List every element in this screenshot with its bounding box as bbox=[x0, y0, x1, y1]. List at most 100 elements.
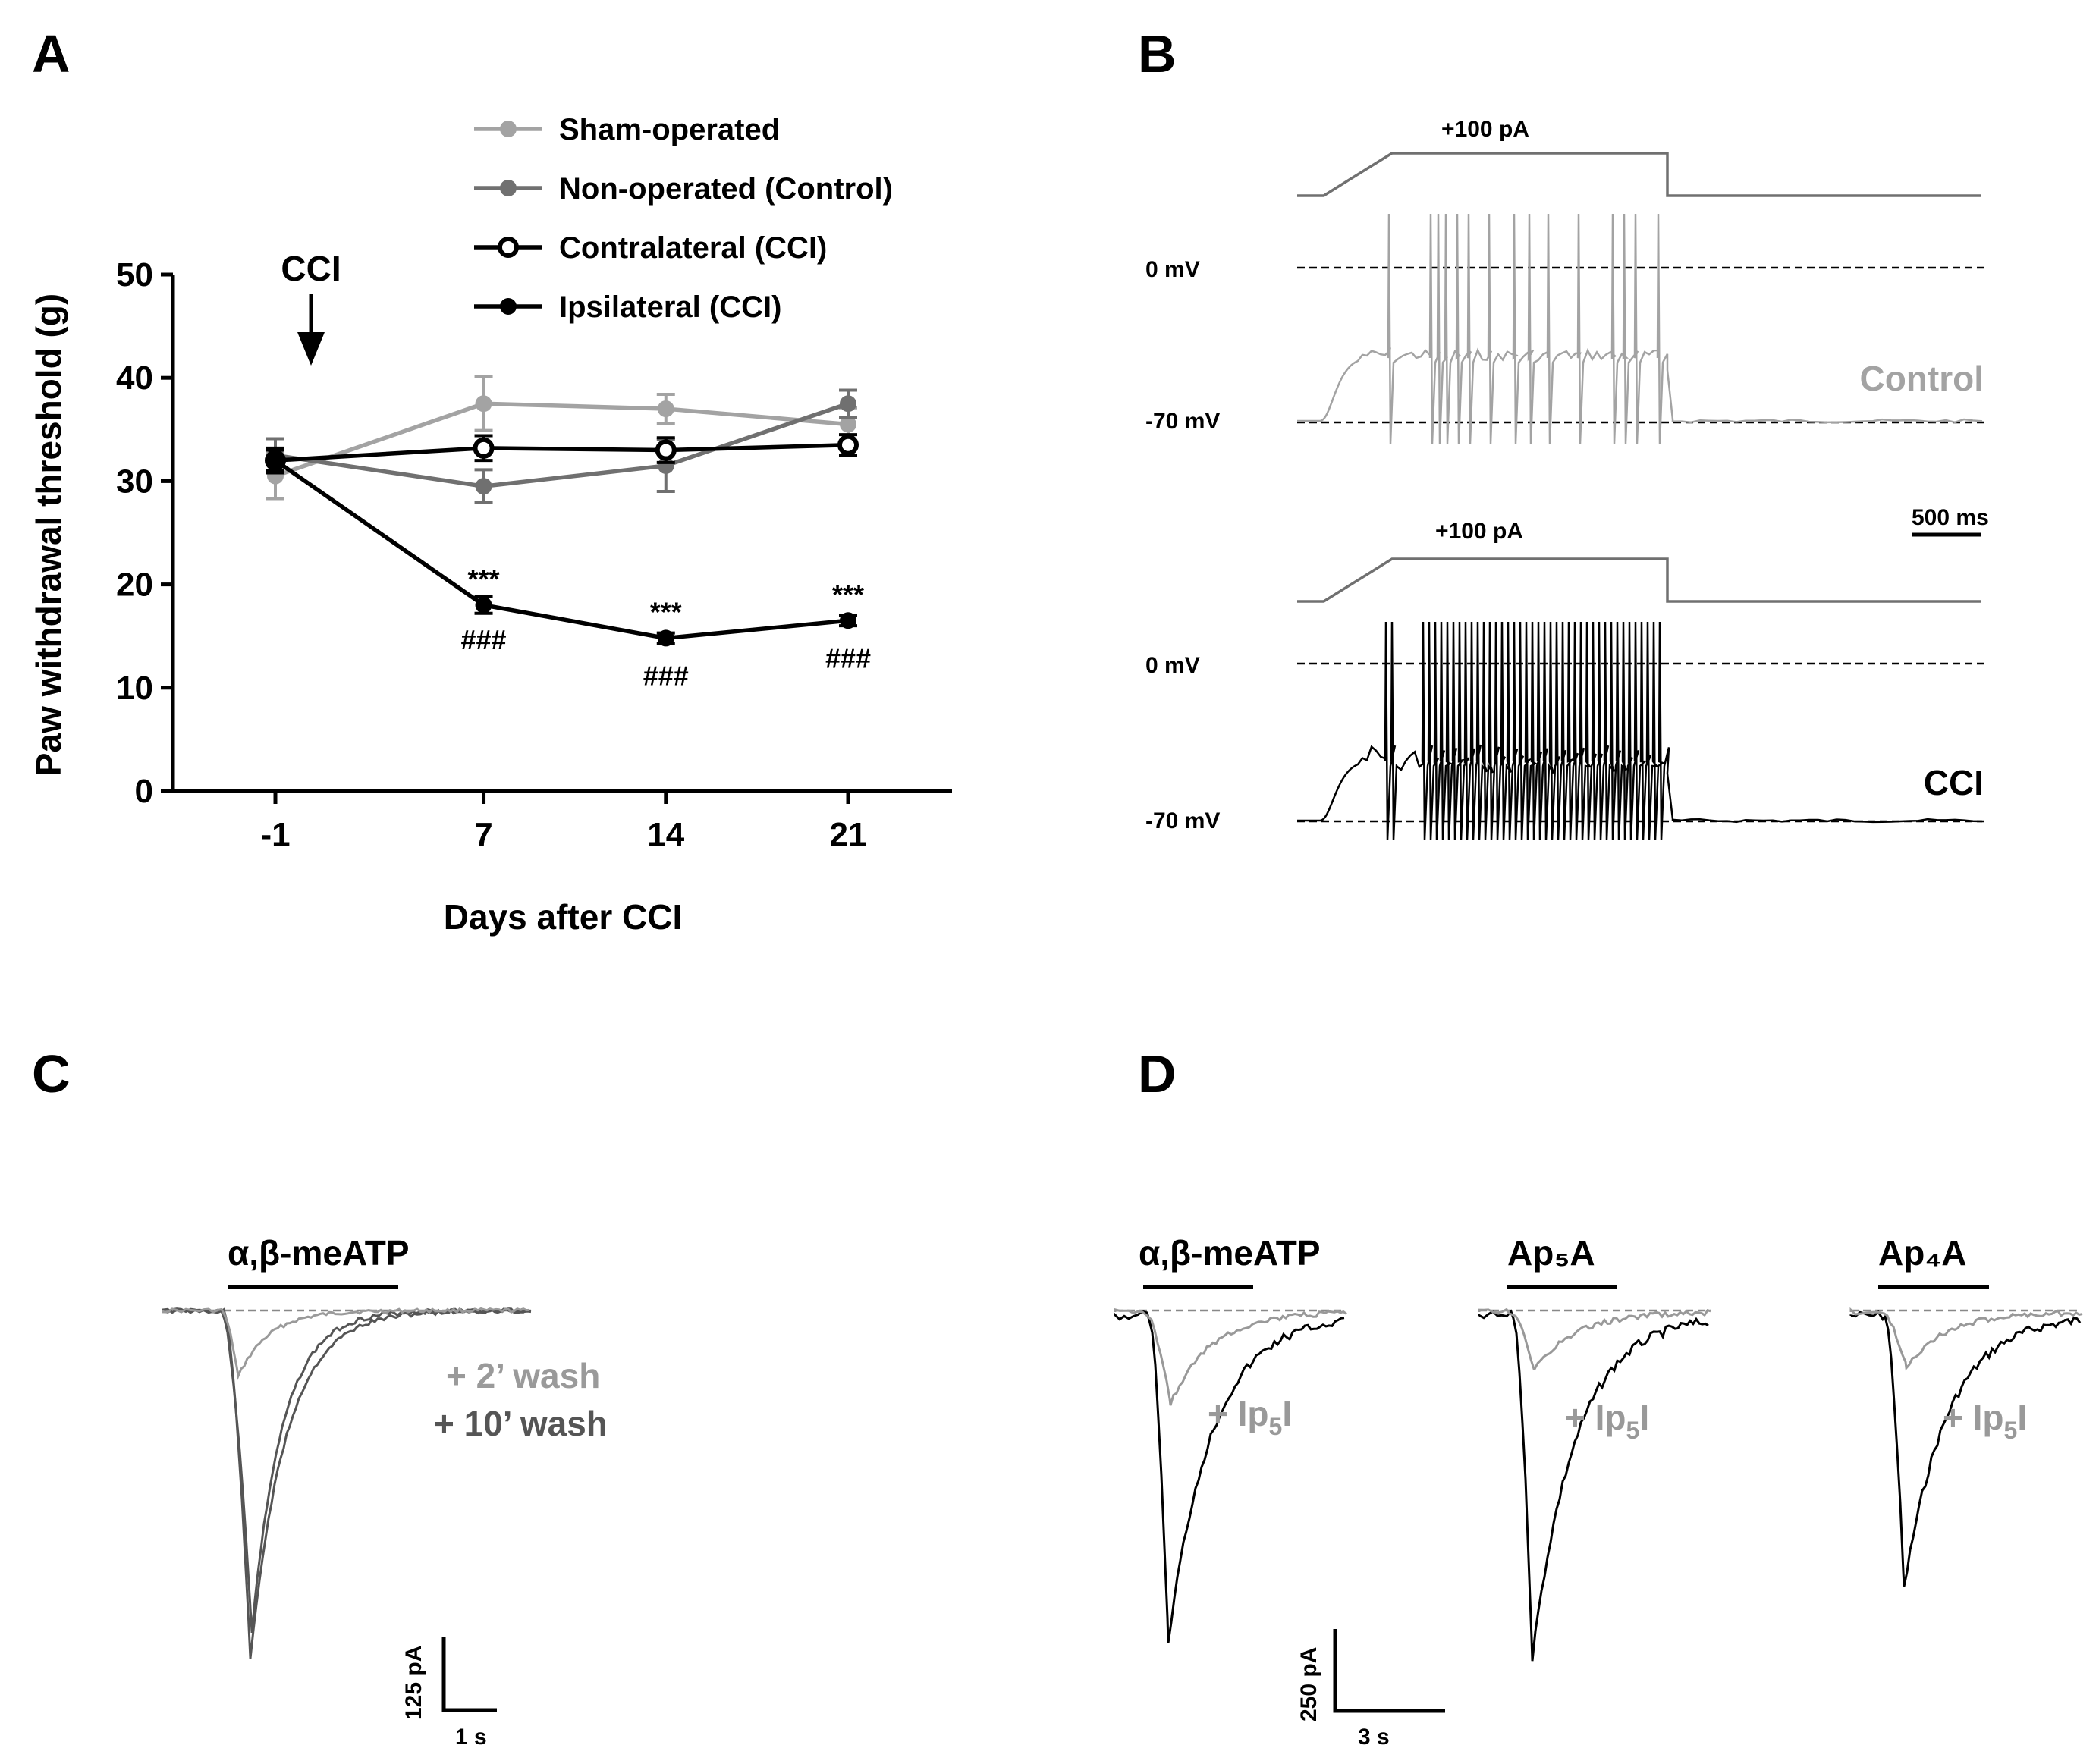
axes bbox=[171, 275, 952, 793]
sig-stars: *** bbox=[650, 596, 682, 627]
inhibited-current-trace bbox=[1114, 1307, 1347, 1406]
agonist-label: α,β-meATP bbox=[1139, 1233, 1321, 1273]
panel-letter-d: D bbox=[1138, 1044, 1177, 1103]
current-traces bbox=[162, 1307, 532, 1659]
panel-d: D α,β-meATP + Ip5I Ap₅A + Ip5I Ap₄A + Ip5I 25… bbox=[1114, 1044, 2083, 1750]
y-tick-label: 10 bbox=[116, 670, 153, 707]
data-point bbox=[837, 434, 859, 456]
series-line bbox=[274, 458, 849, 641]
cci-arrow-head bbox=[297, 332, 325, 366]
x-tick-label: 14 bbox=[647, 816, 684, 853]
series-3 bbox=[266, 448, 857, 647]
panel-c: C α,β-meATP + 2’ wash + 10’ wash 125 pA … bbox=[32, 1044, 608, 1750]
y-ticks: 0 10 20 30 40 50 bbox=[116, 256, 173, 810]
agonist-groups: α,β-meATP + Ip5I Ap₅A + Ip5I Ap₄A + Ip5I bbox=[1114, 1233, 2083, 1662]
control-stimulus-step bbox=[1297, 152, 1981, 197]
time-scale-label: 1 s bbox=[455, 1725, 487, 1750]
y-tick-label: 50 bbox=[116, 256, 153, 293]
significance-annotations: *** ### *** ### *** ### bbox=[461, 563, 872, 692]
plot-series bbox=[265, 375, 859, 647]
legend-marker bbox=[500, 180, 517, 196]
inhibitor-label: + Ip5I bbox=[1943, 1398, 2027, 1444]
control-current-trace bbox=[1114, 1310, 1345, 1643]
current-scale-label: 250 pA bbox=[1296, 1647, 1321, 1722]
agonist-label: Ap₄A bbox=[1878, 1233, 1966, 1273]
agonist-label: Ap₅A bbox=[1507, 1233, 1595, 1273]
data-point bbox=[475, 395, 492, 413]
inhibitor-label: + Ip5I bbox=[1565, 1398, 1649, 1444]
sig-hashes: ### bbox=[643, 660, 689, 691]
series-line bbox=[275, 401, 849, 479]
series-0 bbox=[266, 375, 857, 501]
control-trace-label: Control bbox=[1859, 359, 1984, 398]
cci-trace-label: CCI bbox=[1924, 763, 1984, 802]
data-point bbox=[475, 478, 492, 495]
x-tick-label: -1 bbox=[260, 816, 290, 853]
y-tick-label: 40 bbox=[116, 359, 153, 397]
panel-letter-b: B bbox=[1138, 24, 1177, 83]
wash-2min-trace bbox=[162, 1307, 530, 1380]
legend-marker bbox=[500, 121, 517, 137]
x-ticks: -1 7 14 21 bbox=[260, 791, 866, 853]
legend-label: Sham-operated bbox=[559, 113, 780, 146]
wash-2min-label: + 2’ wash bbox=[446, 1356, 600, 1395]
inhibited-current-trace bbox=[1849, 1307, 2083, 1371]
data-point bbox=[655, 439, 677, 461]
control-step-label: +100 pA bbox=[1441, 117, 1529, 142]
legend-label: Ipsilateral (CCI) bbox=[559, 290, 781, 324]
cci-stimulus-step bbox=[1297, 557, 1981, 603]
wash-10min-label: + 10’ wash bbox=[434, 1404, 608, 1443]
data-point bbox=[267, 452, 284, 469]
control-current-trace bbox=[1849, 1310, 2082, 1587]
x-axis-title: Days after CCI bbox=[444, 897, 682, 937]
legend-marker bbox=[500, 298, 517, 315]
data-point bbox=[657, 400, 674, 418]
agonist-group-2: Ap₄A + Ip5I bbox=[1849, 1233, 2083, 1587]
current-scale-label: 125 pA bbox=[401, 1646, 426, 1720]
legend-label: Contralateral (CCI) bbox=[559, 231, 827, 265]
inhibited-current-trace bbox=[1478, 1307, 1711, 1371]
time-scale-label: 500 ms bbox=[1912, 505, 1989, 530]
control-voltage-trace bbox=[1297, 213, 1983, 444]
y-tick-label: 0 bbox=[135, 773, 153, 810]
panel-letter-a: A bbox=[32, 24, 71, 83]
cci-minus70mv-label: -70 mV bbox=[1145, 808, 1220, 833]
time-scale-label: 3 s bbox=[1358, 1725, 1390, 1750]
x-tick-label: 7 bbox=[474, 816, 492, 853]
control-current-trace bbox=[1478, 1309, 1709, 1662]
panel-letter-c: C bbox=[32, 1044, 71, 1103]
control-minus70mv-label: -70 mV bbox=[1145, 409, 1220, 434]
data-point bbox=[840, 395, 856, 413]
cci-step-label: +100 pA bbox=[1435, 519, 1523, 544]
inhibitor-label: + Ip5I bbox=[1208, 1394, 1292, 1440]
y-axis-title: Paw withdrawal threshold (g) bbox=[29, 293, 68, 776]
y-tick-label: 20 bbox=[116, 567, 153, 604]
data-point bbox=[475, 596, 492, 614]
control-0mv-label: 0 mV bbox=[1145, 257, 1200, 282]
x-tick-label: 21 bbox=[830, 816, 867, 853]
cci-voltage-trace bbox=[1297, 621, 1983, 841]
current-scale-bar bbox=[1333, 1629, 1445, 1713]
cci-0mv-label: 0 mV bbox=[1145, 653, 1200, 678]
cci-arrow-label: CCI bbox=[281, 249, 341, 288]
sig-hashes: ### bbox=[461, 624, 507, 655]
agonist-group-0: α,β-meATP + Ip5I bbox=[1114, 1233, 1347, 1643]
legend-marker bbox=[498, 237, 519, 258]
sig-hashes: ### bbox=[825, 642, 871, 673]
sig-stars: *** bbox=[468, 563, 500, 595]
series-line bbox=[275, 442, 849, 463]
data-point bbox=[657, 629, 674, 647]
data-point bbox=[840, 612, 856, 629]
y-tick-label: 30 bbox=[116, 463, 153, 500]
sig-stars: *** bbox=[832, 579, 864, 610]
data-point bbox=[840, 416, 856, 433]
legend-label: Non-operated (Control) bbox=[559, 172, 893, 206]
series-line bbox=[275, 401, 849, 488]
data-point bbox=[473, 437, 495, 459]
current-scale-bar bbox=[441, 1637, 497, 1712]
agonist-label: α,β-meATP bbox=[228, 1233, 410, 1273]
agonist-group-1: Ap₅A + Ip5I bbox=[1478, 1233, 1711, 1662]
